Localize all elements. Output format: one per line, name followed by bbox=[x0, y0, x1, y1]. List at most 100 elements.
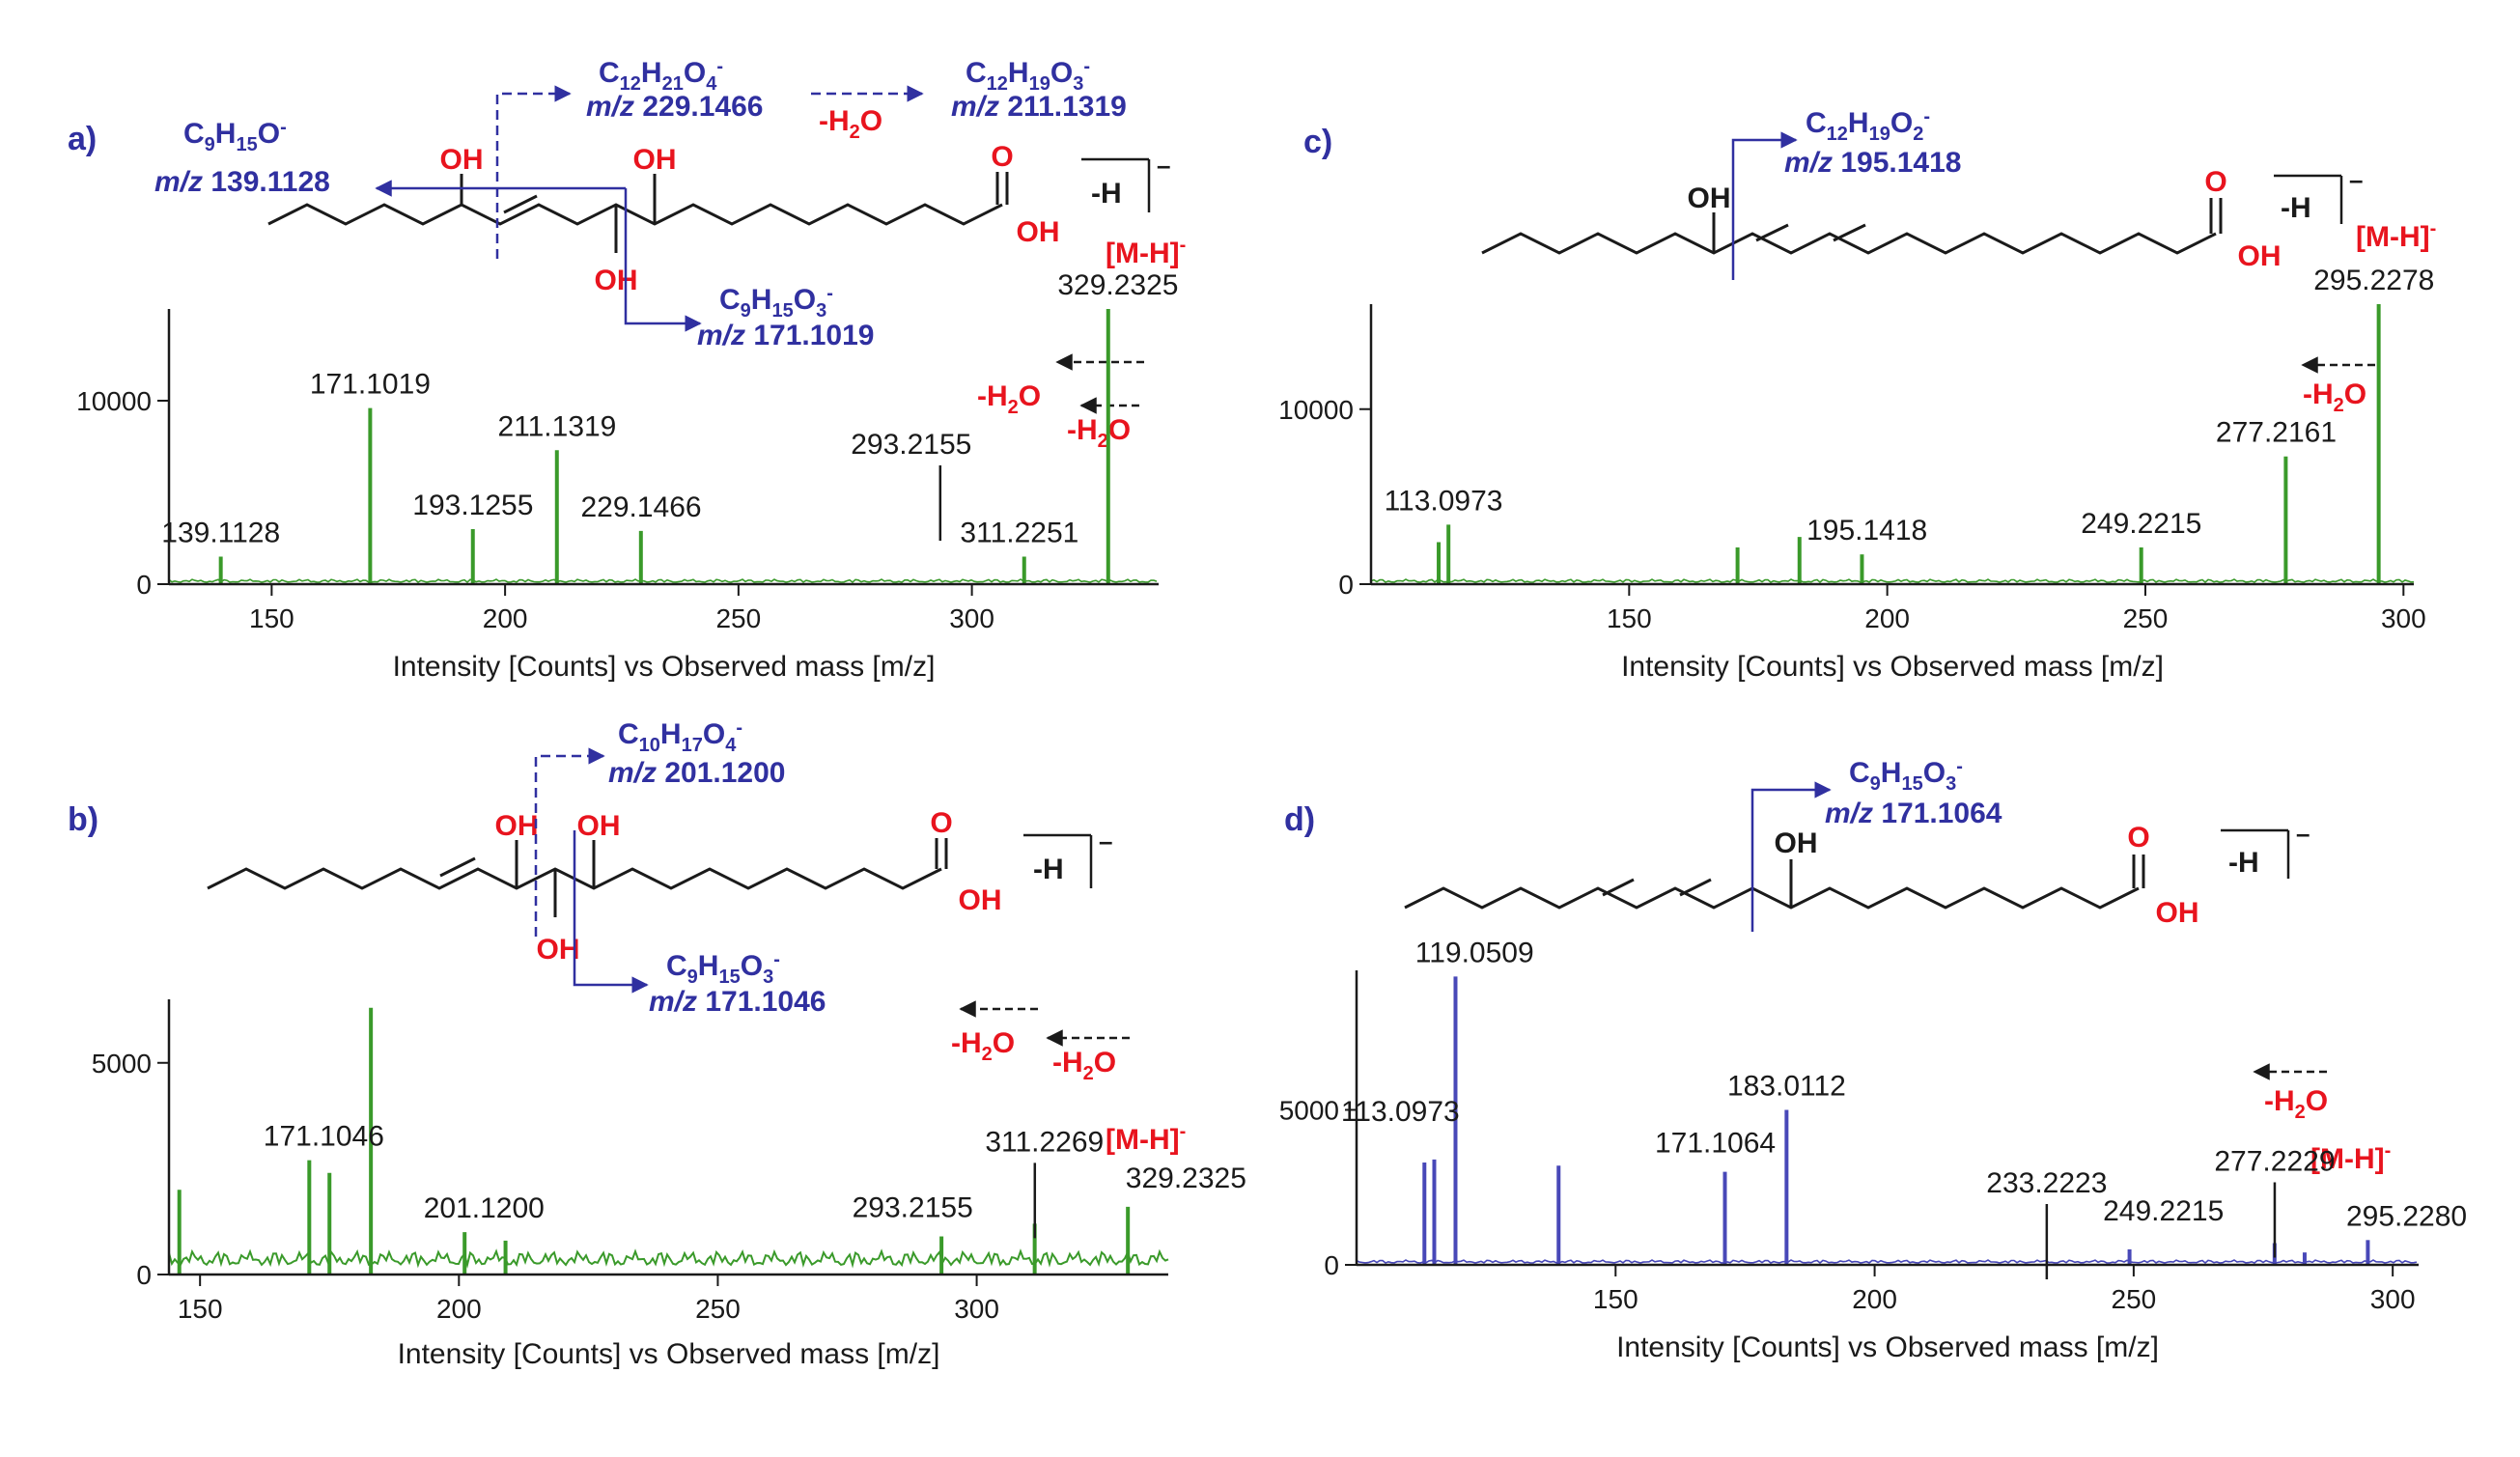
panel-b-cleave-2 bbox=[573, 830, 649, 994]
panel-d-h-label: -H bbox=[2228, 847, 2259, 879]
elem: O bbox=[794, 284, 816, 316]
x-tick-label: 200 bbox=[1864, 603, 1910, 633]
panel-a-molecule-chain bbox=[267, 203, 1003, 226]
elem: C bbox=[719, 284, 741, 316]
panel-b-frag2-mass: m/z 171.1046 bbox=[649, 986, 826, 1018]
peak-label: 171.1019 bbox=[310, 369, 431, 401]
sub: 2 bbox=[1913, 124, 1923, 145]
peak-label: 183.0112 bbox=[1727, 1070, 1846, 1102]
lo: O bbox=[1019, 380, 1041, 412]
x-tick-label: 300 bbox=[949, 603, 994, 633]
mz: m/z bbox=[697, 320, 745, 351]
baseline-noise bbox=[1370, 578, 2415, 584]
elem: C bbox=[666, 950, 687, 982]
baseline-noise bbox=[168, 1248, 1169, 1269]
panel-c: c) OH O OH -H – C12H19O2- m/z 195.1418 [… bbox=[1278, 106, 2436, 683]
sup: - bbox=[826, 283, 833, 304]
baseline-noise bbox=[1356, 1259, 2418, 1265]
panel-c-mh: [M-H]- bbox=[2356, 218, 2436, 253]
lh: -H bbox=[951, 1027, 982, 1059]
sub: 15 bbox=[1901, 773, 1922, 795]
peak-label: 311.2251 bbox=[960, 518, 1078, 549]
sub: 4 bbox=[725, 735, 737, 756]
elem: H bbox=[660, 718, 682, 750]
sub: 12 bbox=[987, 73, 1008, 95]
mass: 195.1418 bbox=[1840, 147, 1961, 179]
panel-b-loss-2: -H2O bbox=[1052, 1047, 1116, 1084]
peak-label: 171.1064 bbox=[1655, 1128, 1776, 1160]
peak-label: 171.1046 bbox=[264, 1121, 384, 1153]
sub: 17 bbox=[682, 735, 703, 756]
panel-a-oh-2: OH bbox=[633, 144, 677, 176]
mass: 171.1064 bbox=[1881, 798, 2002, 829]
peak-label: 201.1200 bbox=[424, 1192, 545, 1224]
lh: -H bbox=[1052, 1047, 1083, 1079]
peak-label: 249.2215 bbox=[2103, 1195, 2224, 1227]
mh: [M-H] bbox=[1106, 238, 1180, 269]
peak-label: 233.2223 bbox=[1986, 1167, 2107, 1199]
panel-d-frag1-formula: C9H15O3- bbox=[1849, 756, 1963, 795]
panel-b-oh-2: OH bbox=[577, 810, 621, 842]
panel-a-double-bond bbox=[503, 194, 538, 214]
x-tick-label: 250 bbox=[2112, 1284, 2157, 1314]
sub: 3 bbox=[1946, 773, 1956, 795]
x-tick-label: 300 bbox=[2370, 1284, 2416, 1314]
x-axis-label: Intensity [Counts] vs Observed mass [m/z… bbox=[398, 1338, 940, 1370]
elem: H bbox=[641, 57, 662, 89]
mass: 229.1466 bbox=[642, 91, 763, 123]
y-tick-label: 0 bbox=[136, 570, 152, 600]
panel-b-frag1-mass: m/z 201.1200 bbox=[608, 757, 786, 789]
panel-b-mh: [M-H]- bbox=[1106, 1121, 1186, 1156]
peak-label: 113.0973 bbox=[1385, 485, 1503, 517]
panel-a-cleave-3 bbox=[624, 188, 702, 332]
panel-c-cleave-1 bbox=[1731, 131, 1798, 280]
elem: C bbox=[1849, 757, 1870, 789]
peak-label: 277.2161 bbox=[2216, 417, 2337, 449]
sup: - bbox=[280, 117, 287, 138]
y-tick-label: 5000 bbox=[1279, 1095, 1339, 1125]
sup: - bbox=[1956, 756, 1963, 777]
elem: O bbox=[684, 57, 706, 89]
elem: O bbox=[703, 718, 725, 750]
panel-d-double-bond-1 bbox=[1602, 878, 1635, 897]
lh: -H bbox=[977, 380, 1008, 412]
y-tick-label: 10000 bbox=[76, 386, 152, 416]
lo: O bbox=[860, 105, 882, 137]
sub: 12 bbox=[620, 73, 641, 95]
panel-c-acid-oh: OH bbox=[2238, 240, 2282, 272]
lh: -H bbox=[2303, 378, 2334, 410]
y-tick-label: 0 bbox=[1324, 1250, 1339, 1280]
sup: - bbox=[1083, 56, 1090, 77]
sub: 9 bbox=[205, 134, 215, 155]
peak-label: 277.2229 bbox=[2214, 1146, 2335, 1178]
sub: 3 bbox=[763, 967, 773, 988]
x-tick-label: 250 bbox=[2123, 603, 2169, 633]
panel-c-frag1-mass: m/z 195.1418 bbox=[1784, 147, 1962, 179]
y-tick-label: 0 bbox=[136, 1260, 152, 1290]
mz: m/z bbox=[649, 986, 697, 1018]
panel-c-h-label: -H bbox=[2281, 192, 2311, 224]
panel-a-carbonyl-o: O bbox=[991, 141, 1013, 173]
mass: 171.1019 bbox=[753, 320, 874, 351]
panel-a-cleave-1 bbox=[495, 85, 572, 259]
sub: 2 bbox=[1083, 1063, 1094, 1084]
panel-d-loss-1: -H2O bbox=[2264, 1085, 2328, 1123]
mz: m/z bbox=[608, 757, 657, 789]
x-tick-label: 250 bbox=[715, 603, 761, 633]
panel-b-loss-1: -H2O bbox=[951, 1027, 1015, 1065]
sup: - bbox=[1180, 1121, 1187, 1142]
panel-b-label: b) bbox=[68, 801, 98, 838]
y-tick-label: 0 bbox=[1338, 570, 1354, 600]
panel-a-frag4-formula: C9H15O3- bbox=[719, 283, 833, 322]
sub: 2 bbox=[2295, 1102, 2306, 1123]
peak-label: 293.2155 bbox=[853, 1192, 973, 1224]
lo: O bbox=[2344, 378, 2366, 410]
panel-b: b) OH OH OH O OH -H – C10H17O4- m/z 201.… bbox=[68, 717, 1246, 1370]
sup: - bbox=[716, 56, 723, 77]
mz: m/z bbox=[1825, 798, 1873, 829]
peak-label: 229.1466 bbox=[580, 491, 701, 523]
x-axis-label: Intensity [Counts] vs Observed mass [m/z… bbox=[393, 651, 936, 683]
